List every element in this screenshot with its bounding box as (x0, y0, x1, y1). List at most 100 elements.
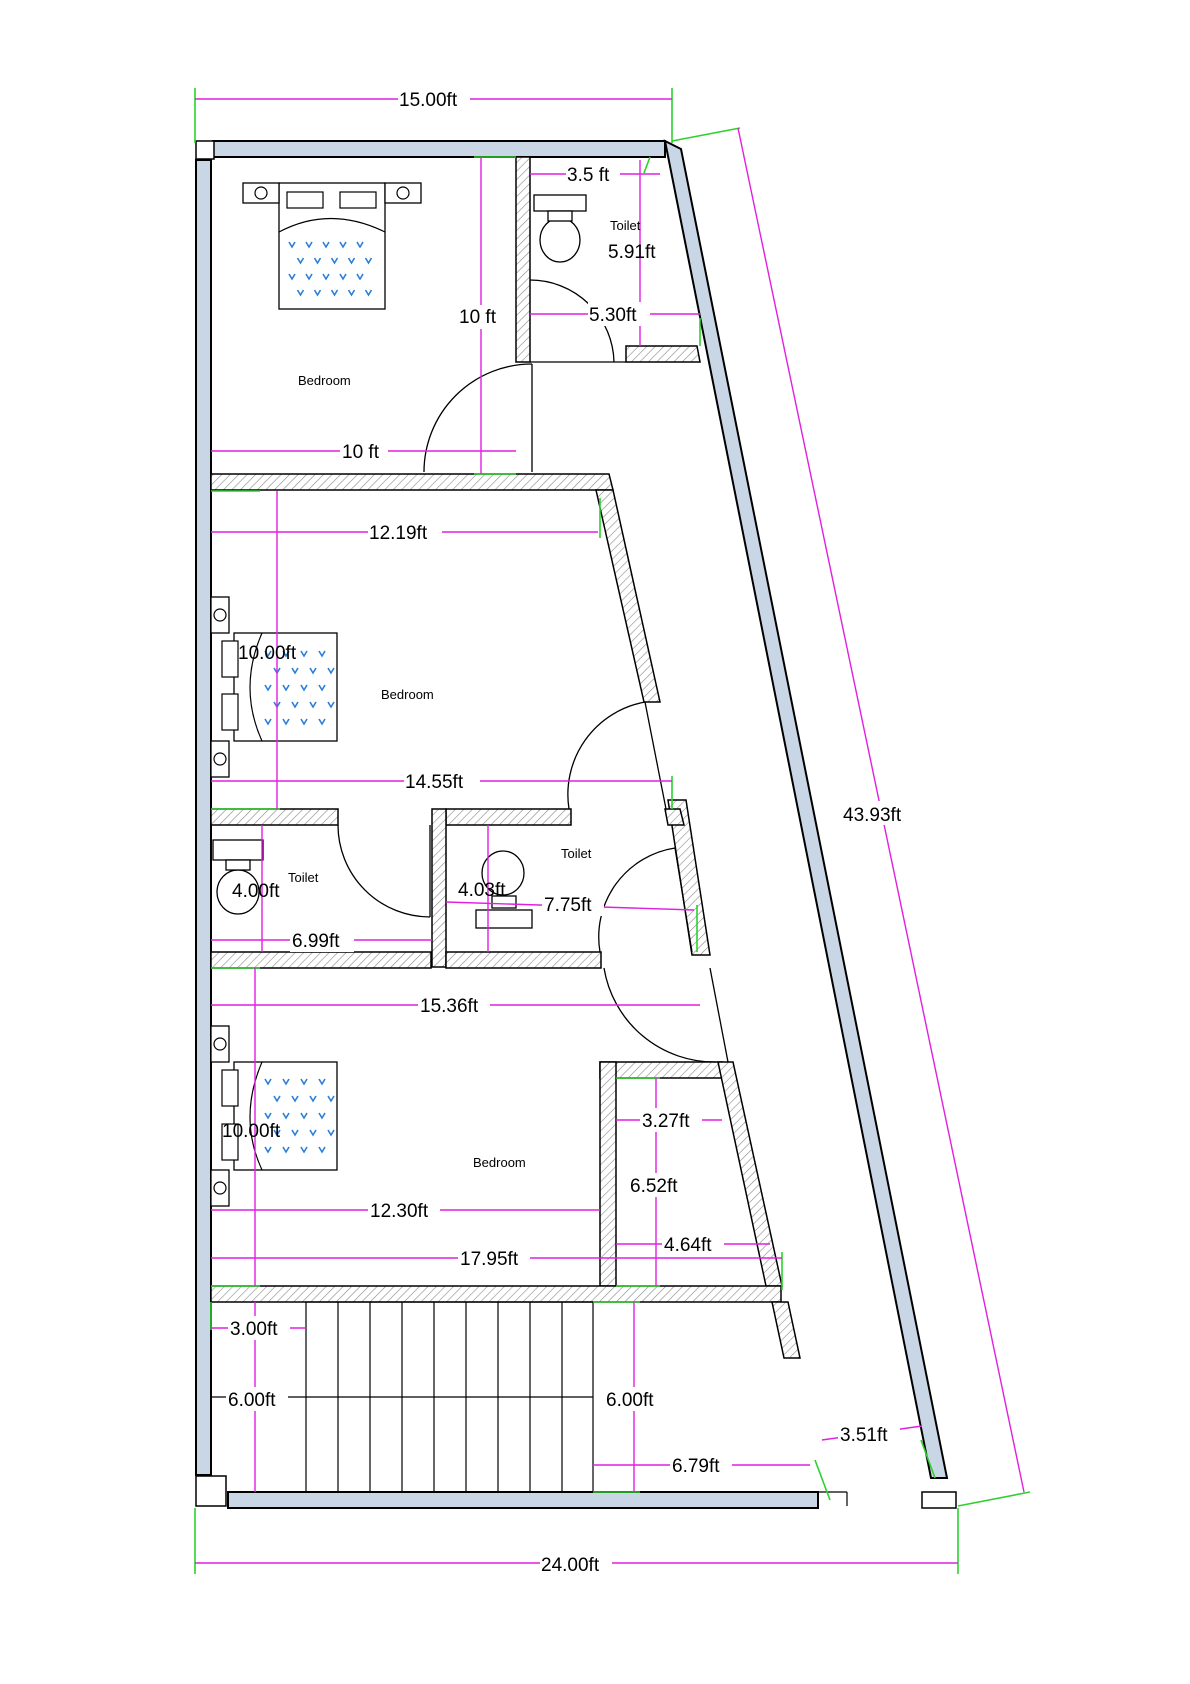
dim-toilet-right-height: 4.03ft (458, 880, 506, 901)
dim-small-room-depth: 4.64ft (664, 1235, 712, 1256)
bed-pattern-mark (364, 257, 373, 265)
corner-bottom-left (195, 1475, 227, 1507)
interior-walls (210, 156, 801, 1359)
bed-pattern-mark (300, 684, 308, 692)
dim-stair-right-width: 6.79ft (672, 1456, 720, 1477)
bed-pattern-mark (264, 718, 272, 726)
bed-pattern-mark (330, 257, 339, 265)
bed-pattern-mark (322, 273, 330, 281)
bed-pattern-mark (309, 667, 317, 675)
wall-small-room-top (599, 1061, 723, 1079)
dim-overall-width-mid: 17.95ft (460, 1249, 519, 1270)
wall-toilet-top-bottom (625, 345, 701, 363)
dim-bedroom-bot-height: 10.00ft (222, 1121, 281, 1142)
wall-small-room-left (599, 1061, 617, 1287)
dim-bedroom-bot-width: 12.30ft (370, 1201, 429, 1222)
corner-bottom-right (921, 1491, 957, 1509)
wall-small-room-right (717, 1061, 783, 1287)
bed-arrows (264, 241, 373, 1154)
bed-pattern-mark (300, 1112, 308, 1120)
bed-pattern-mark (347, 289, 356, 297)
bed-pattern-mark (300, 1078, 308, 1086)
doors (337, 279, 729, 1063)
dim-top-width: 15.00ft (399, 90, 458, 111)
dim-stair-left-width: 3.00ft (230, 1319, 278, 1340)
bed-pattern-mark (282, 718, 290, 726)
bed-pattern-mark (318, 1146, 326, 1154)
wall-toilet-divider (431, 808, 447, 968)
dim-bedroom-top-width: 10 ft (342, 442, 380, 463)
bed-pattern-mark (282, 650, 290, 658)
bed-pattern-mark (264, 1078, 272, 1086)
bed-pattern-mark (318, 1112, 326, 1120)
room-toilet-middle-right: Toilet (561, 846, 592, 861)
wall-left (195, 159, 212, 1476)
wall-bedroom-mid-right (595, 489, 661, 703)
bed-pattern-mark (288, 241, 296, 249)
bed-pattern-mark (282, 1146, 290, 1154)
dim-corridor-width: 15.36ft (420, 996, 479, 1017)
bed-pattern-mark (313, 257, 322, 265)
bed-pattern-mark (291, 667, 299, 675)
bed-pattern-mark (327, 1095, 335, 1103)
bed-pattern-mark (296, 257, 305, 265)
bed-bottom (210, 1025, 338, 1207)
bed-pattern-mark (291, 701, 299, 709)
dim-bedroom-mid-width-top: 12.19ft (369, 523, 428, 544)
bed-top (242, 182, 422, 310)
dim-toilet-top-width: 3.5 ft (567, 165, 610, 186)
dimension-labels: 15.00ft 24.00ft 43.93ft 3.5 ft 5.91ft 5.… (222, 86, 910, 1576)
wall-mid-toilets-top-3 (664, 808, 685, 826)
bed-pattern-mark (327, 1129, 335, 1137)
wall-mid-toilets-top (210, 808, 339, 826)
bed-pattern-mark (322, 241, 330, 249)
bed-pattern-mark (291, 1129, 299, 1137)
staircase (211, 1301, 594, 1493)
bed-pattern-mark (339, 241, 347, 249)
bed-middle (210, 596, 338, 778)
bed-pattern-mark (300, 718, 308, 726)
toilet-fixtures (212, 194, 587, 929)
bed-pattern-mark (273, 1129, 281, 1137)
door-bedroom-mid (567, 701, 646, 810)
bed-pattern-mark (356, 273, 364, 281)
bed-pattern-mark (264, 1146, 272, 1154)
bed-pattern-mark (282, 1112, 290, 1120)
bed-pattern-mark (318, 684, 326, 692)
wall-toilet-top-left (515, 156, 531, 363)
bed-pattern-mark (264, 684, 272, 692)
bed-pattern-mark (364, 289, 373, 297)
wall-stairs-right (771, 1301, 801, 1359)
dim-stair-right-height: 6.00ft (606, 1390, 654, 1411)
door-bedroom-top (423, 363, 533, 473)
bed-pattern-mark (264, 1112, 272, 1120)
room-toilet-middle-left: Toilet (288, 870, 319, 885)
dim-bottom-width: 24.00ft (541, 1555, 600, 1576)
door-bedroom-bottom (603, 967, 717, 1063)
dim-toilet-top-height: 5.91ft (608, 242, 656, 263)
bed-pattern-mark (347, 257, 356, 265)
bed-pattern-mark (309, 701, 317, 709)
wall-bottom (227, 1491, 819, 1509)
bed-pattern-mark (264, 650, 272, 658)
bed-pattern-mark (305, 241, 313, 249)
bed-pattern-mark (339, 273, 347, 281)
bed-pattern-mark (305, 273, 313, 281)
door-toilet-right (598, 847, 676, 953)
wall-bedroom-top-bottom (210, 473, 614, 491)
bed-pattern-mark (300, 1146, 308, 1154)
bed-pattern-mark (327, 701, 335, 709)
dim-bedroom-mid-height: 10.00ft (238, 643, 297, 664)
room-labels: Bedroom Bedroom Bedroom Toilet Toilet To… (288, 218, 641, 1170)
dim-toilet-top-depth: 5.30ft (589, 305, 637, 326)
bed-pattern-mark (327, 667, 335, 675)
dim-bedroom-mid-width-bottom: 14.55ft (405, 772, 464, 793)
room-bedroom-top: Bedroom (298, 373, 351, 388)
bed-pattern-mark (282, 1078, 290, 1086)
dim-bedroom-top-height: 10 ft (459, 307, 497, 328)
wall-stairs-top (210, 1285, 782, 1303)
bed-pattern-mark (318, 650, 326, 658)
dim-stair-left-height: 6.00ft (228, 1390, 276, 1411)
bed-pattern-mark (356, 241, 364, 249)
bed-pattern-mark (313, 289, 322, 297)
